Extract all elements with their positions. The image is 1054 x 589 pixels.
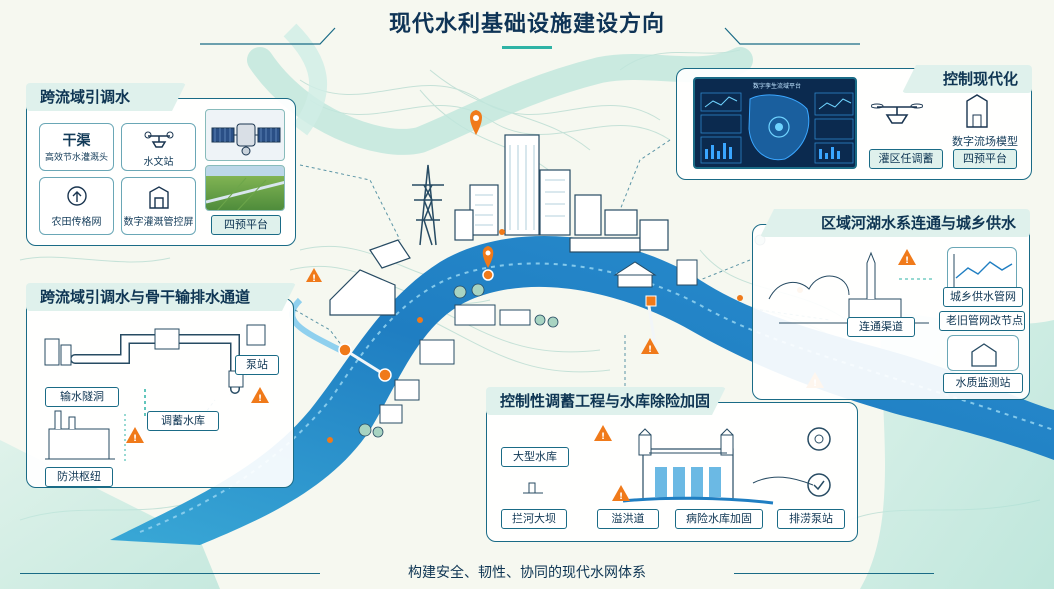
- label-dangerous-reservoir[interactable]: 病险水库加固: [675, 509, 763, 529]
- label-digital-model: 数字流场模型: [952, 135, 1018, 148]
- tile-farm-sensor-label: 农田传格网: [51, 217, 102, 228]
- satellite-image: [205, 109, 285, 161]
- river-node: [338, 343, 352, 357]
- svg-text:!: !: [258, 394, 262, 404]
- footer: 构建安全、韧性、协同的现代水网体系: [0, 560, 1054, 586]
- house-icon: [971, 343, 997, 367]
- panel-heading: 跨流域引调水与骨干输排水通道: [26, 283, 296, 311]
- label-pump-station[interactable]: 泵站: [235, 355, 279, 375]
- drone-icon: [871, 103, 923, 124]
- panel-backbone: 跨流域引调水与骨干输排水通道 ! ! 输水隧洞 泵站: [26, 298, 294, 488]
- label-flood-hub[interactable]: 防洪枢纽: [45, 467, 113, 487]
- label-urban-rural-supply[interactable]: 城乡供水管网: [943, 287, 1023, 307]
- page-title: 现代水利基础设施建设方向: [388, 12, 665, 37]
- label-tunnel[interactable]: 输水隧洞: [45, 387, 119, 407]
- label-old-pipe[interactable]: 老旧管网改节点: [939, 311, 1025, 331]
- title-frame: [200, 27, 860, 45]
- warehouse-icon: [329, 239, 411, 316]
- sensor-hand-icon: [66, 186, 87, 206]
- label-spillway[interactable]: 溢洪道: [597, 509, 659, 529]
- svg-text:!: !: [601, 432, 605, 442]
- tile-canal[interactable]: 干渠 高效节水灌溉头: [39, 123, 114, 171]
- dashboard-screen: 数字孪生流域平台: [693, 77, 857, 169]
- panel-inter-basin: 跨流域引调水 干渠 高效节水灌溉头 水文站: [26, 98, 296, 246]
- svg-text:!: !: [133, 434, 137, 444]
- tile-farm-sensor[interactable]: 农田传格网: [39, 177, 114, 235]
- panel-regional: 区域河湖水系连通与城乡供水 ! 城乡供水管网 老旧管网改节点 连通渠道 水质监测…: [752, 209, 1030, 400]
- label-large-reservoir[interactable]: 大型水库: [501, 447, 569, 467]
- label-connection-channel[interactable]: 连通渠道: [847, 317, 915, 337]
- svg-text:!: !: [312, 274, 316, 284]
- title-block: 现代水利基础设施建设方向: [330, 6, 724, 49]
- treatment-plant-illustration: !: [768, 249, 934, 324]
- gate-icon: [148, 186, 169, 209]
- tile-canal-title: 干渠: [62, 133, 91, 149]
- svg-text:!: !: [619, 492, 623, 502]
- label-irrigation-dispatch[interactable]: 灌区任调蓄: [869, 149, 943, 169]
- label-four-pre[interactable]: 四预平台: [953, 149, 1017, 169]
- tile-hydro-station[interactable]: 水文站: [121, 123, 196, 171]
- tile-hydro-station-label: 水文站: [143, 157, 174, 168]
- label-drainage-pump[interactable]: 排涝泵站: [777, 509, 845, 529]
- footer-text: 构建安全、韧性、协同的现代水网体系: [408, 565, 646, 581]
- building-model-icon: [966, 94, 988, 128]
- panel-control: 控制现代化 数字孪生流域平台: [676, 65, 1032, 180]
- label-reservoir[interactable]: 调蓄水库: [147, 411, 219, 431]
- tile-canal-sub: 高效节水灌溉头: [44, 153, 108, 163]
- tile-digital-gate[interactable]: 数字灌溉管控屏: [121, 177, 196, 235]
- dashboard-title: 数字孪生流域平台: [752, 83, 801, 90]
- footer-line-left: [20, 573, 320, 574]
- power-tower-icon: [412, 164, 444, 246]
- location-pin-icon: [470, 110, 494, 268]
- footer-line-right: [734, 573, 934, 574]
- panel-heading: 控制性调蓄工程与水库除险加固: [486, 387, 726, 415]
- title-underline: [502, 46, 552, 49]
- river-node: [378, 368, 392, 382]
- city-skyline: [454, 134, 669, 253]
- svg-text:!: !: [648, 345, 652, 355]
- farmland-photo: [205, 165, 285, 211]
- bridge-icon: [344, 299, 657, 377]
- panel-heading: 区域河湖水系连通与城乡供水: [760, 209, 1030, 237]
- label-water-quality[interactable]: 水质监测站: [943, 373, 1023, 393]
- small-buildings: [379, 259, 698, 424]
- platform-label[interactable]: 四预平台: [211, 215, 281, 235]
- river-node: [482, 269, 494, 281]
- svg-text:!: !: [905, 256, 909, 266]
- dam-illustration: ! !: [523, 425, 831, 505]
- drone-icon: [144, 131, 173, 148]
- label-dam[interactable]: 拦河大坝: [501, 509, 567, 529]
- panel-heading: 控制现代化: [902, 65, 1032, 93]
- panel-heading: 跨流域引调水: [26, 83, 186, 111]
- tile-digital-gate-label: 数字灌溉管控屏: [123, 217, 194, 228]
- water-station-tile: [947, 335, 1019, 371]
- panel-regulation: 控制性调蓄工程与水库除险加固 ! !: [486, 402, 858, 542]
- upper-river: [247, 47, 753, 155]
